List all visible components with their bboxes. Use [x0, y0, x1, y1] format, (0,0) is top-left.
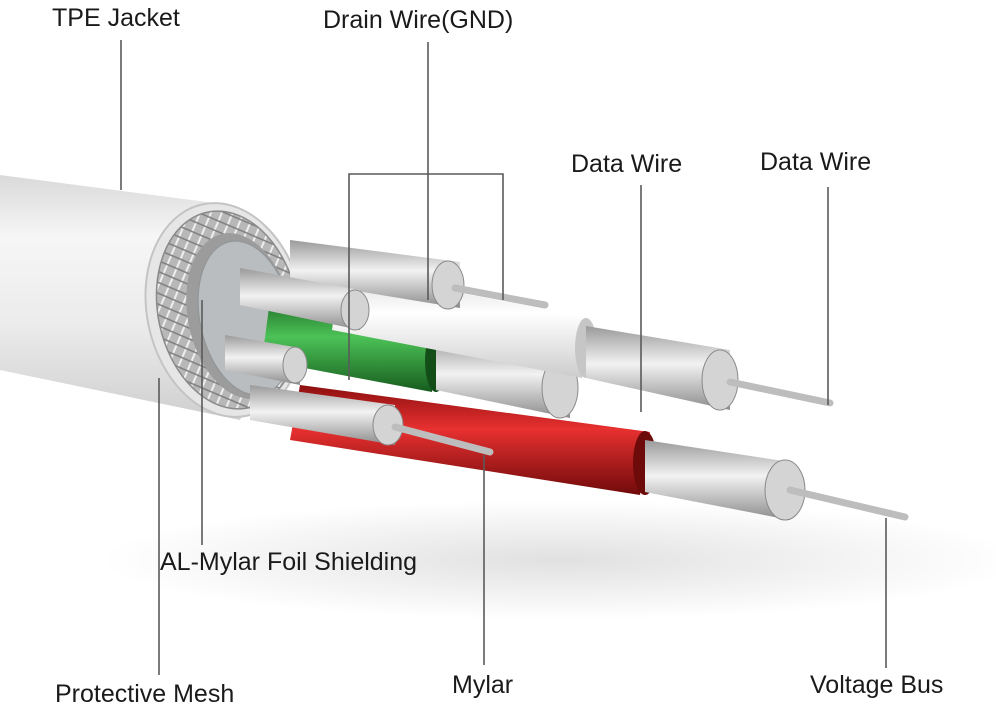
leader-drain-bracket: [348, 173, 504, 380]
label-data-wire-2: Data Wire: [760, 148, 872, 176]
label-tpe-jacket: TPE Jacket: [52, 4, 180, 32]
label-voltage-bus: Voltage Bus: [810, 671, 944, 699]
label-protective-mesh: Protective Mesh: [55, 680, 235, 708]
label-mylar: Mylar: [452, 671, 514, 699]
label-foil-shielding: AL-Mylar Foil Shielding: [160, 548, 418, 576]
label-data-wire-1: Data Wire: [571, 150, 683, 178]
label-drain-wire: Drain Wire(GND): [323, 6, 514, 34]
leader-lines: [120, 40, 887, 675]
floor-shadow: [100, 500, 996, 620]
drain-wire-strands: [225, 240, 549, 456]
